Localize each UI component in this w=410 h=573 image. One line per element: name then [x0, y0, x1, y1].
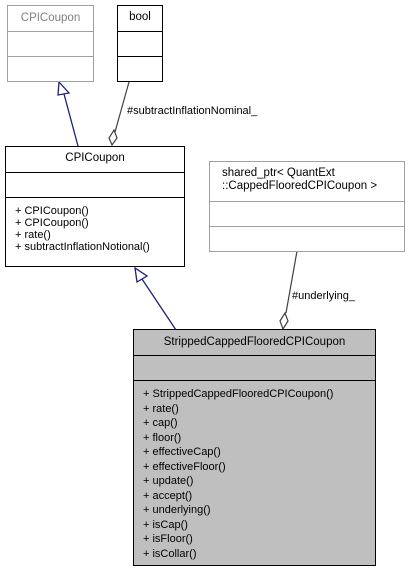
method-rate: + rate(): [15, 229, 51, 241]
method-constructor: + CPICoupon(): [15, 217, 89, 229]
aggregation-diamond-underlying: [279, 311, 289, 331]
class-name: bool: [129, 11, 151, 23]
methods-section: [8, 56, 93, 81]
method-rate: + rate(): [143, 402, 179, 415]
inheritance-line-stripped-to-cpicoupon: [141, 278, 177, 331]
underlying-label: #underlying_: [292, 290, 355, 302]
aggregation-line-subtract: [114, 81, 130, 133]
inheritance-arrowhead-base: [57, 80, 71, 96]
method-is-floor: + isFloor(): [143, 533, 193, 545]
class-box-cpicoupon-base[interactable]: CPICoupon: [7, 5, 94, 82]
method-underlying: + underlying(): [143, 504, 211, 516]
method-effective-floor: + effectiveFloor(): [143, 460, 226, 473]
methods-section: + CPICoupon() + CPICoupon() + rate() + s…: [6, 197, 184, 266]
methods-section: [210, 226, 404, 251]
methods-section: [118, 56, 162, 81]
class-name-line2: ::CappedFlooredCPICoupon >: [222, 180, 378, 192]
class-name-line1: shared_ptr< QuantExt: [222, 167, 335, 179]
method-constructor: + CPICoupon(): [15, 205, 89, 217]
aggregation-line-underlying: [285, 250, 298, 314]
class-box-cpicoupon[interactable]: CPICoupon + CPICoupon() + CPICoupon() + …: [5, 146, 185, 267]
inheritance-line-cpicoupon-to-base: [63, 93, 79, 147]
method-is-collar: + isCollar(): [143, 547, 197, 560]
attributes-section: [134, 355, 375, 380]
class-box-shared-ptr[interactable]: shared_ptr< QuantExt ::CappedFlooredCPIC…: [209, 161, 405, 252]
method-update: + update(): [143, 475, 194, 487]
attributes-section: [8, 31, 93, 56]
class-name: CPICoupon: [20, 12, 81, 24]
inheritance-arrowhead-cpicoupon: [134, 266, 149, 284]
aggregation-diamond-subtract: [108, 128, 118, 147]
attributes-section: [210, 201, 404, 226]
class-box-bool[interactable]: bool: [117, 5, 163, 82]
methods-section: + StrippedCappedFlooredCPICoupon() + rat…: [134, 380, 375, 565]
attributes-section: [118, 31, 162, 56]
method-subtract-inflation-notional: + subtractInflationNotional(): [15, 241, 150, 253]
method-floor: + floor(): [143, 431, 182, 444]
method-cap: + cap(): [143, 417, 178, 429]
method-effective-cap: + effectiveCap(): [143, 446, 221, 458]
method-is-cap: + isCap(): [143, 518, 188, 531]
method-accept: + accept(): [143, 489, 193, 502]
attributes-section: [6, 172, 184, 197]
class-name: CPICoupon: [65, 152, 125, 164]
subtract-inflation-nominal-label: #subtractInflationNominal_: [127, 105, 258, 117]
class-box-stripped-capped-floored-cpi-coupon[interactable]: StrippedCappedFlooredCPICoupon + Strippe…: [133, 329, 376, 566]
method-constructor: + StrippedCappedFlooredCPICoupon(): [143, 388, 334, 400]
class-name: StrippedCappedFlooredCPICoupon: [163, 336, 346, 348]
